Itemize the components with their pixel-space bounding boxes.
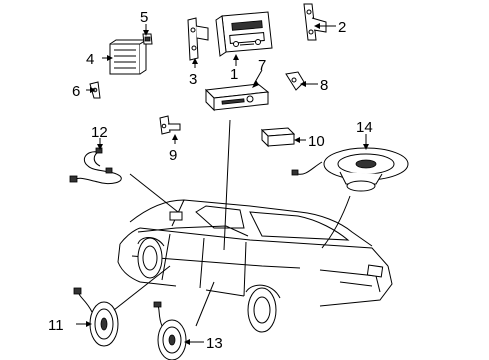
lower-bracket (159, 115, 181, 135)
sedan-outline (117, 199, 393, 333)
callout-labels: 1 2 3 4 5 6 7 8 9 10 11 12 13 14 (48, 9, 373, 352)
callout-4: 4 (86, 51, 94, 68)
callout-12: 12 (91, 124, 108, 141)
wire-harness (69, 147, 122, 185)
callout-9: 9 (169, 147, 177, 164)
leader-lines (113, 119, 351, 327)
callout-11: 11 (48, 317, 64, 334)
callout-8: 8 (320, 77, 328, 94)
callout-3: 3 (189, 71, 197, 88)
callout-6: 6 (72, 83, 80, 100)
amplifier (109, 39, 147, 75)
radio-bracket-right (303, 3, 327, 41)
cd-changer (204, 83, 270, 112)
clip (142, 33, 153, 45)
control-module (260, 127, 296, 148)
radio-bracket-left (187, 17, 209, 61)
callout-10: 10 (308, 133, 325, 150)
rear-door-speaker (153, 301, 187, 360)
radio-head-unit (215, 11, 273, 57)
callout-2: 2 (338, 19, 346, 36)
callout-14: 14 (356, 119, 373, 136)
callout-1: 1 (230, 66, 238, 83)
callout-7: 7 (258, 57, 266, 74)
front-door-speaker (73, 287, 119, 347)
changer-bracket (285, 71, 305, 91)
arrowheads (86, 23, 369, 345)
callout-13: 13 (206, 335, 223, 352)
callout-5: 5 (140, 9, 148, 26)
rear-speaker (291, 147, 409, 192)
